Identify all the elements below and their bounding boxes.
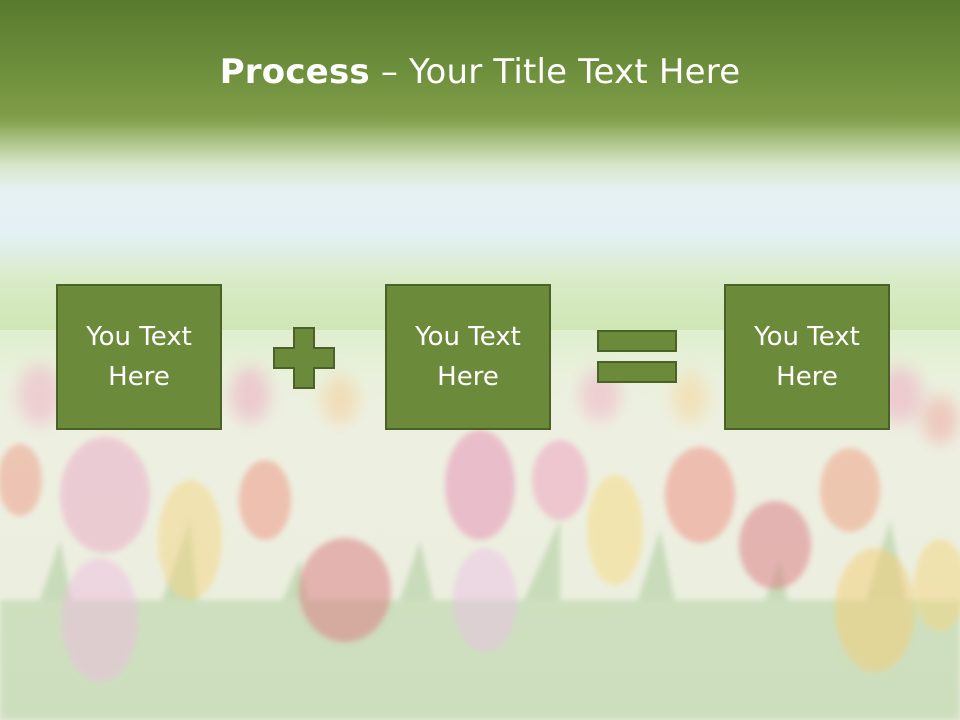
plus-icon	[273, 327, 335, 389]
process-box-3-label: You Text Here	[754, 322, 860, 392]
process-box-2[interactable]: You Text Here	[385, 284, 551, 430]
process-box-1[interactable]: You Text Here	[56, 284, 222, 430]
process-box-2-label: You Text Here	[415, 322, 521, 392]
slide-title[interactable]: Process – Your Title Text Here	[0, 52, 960, 92]
title-bold: Process	[219, 52, 370, 92]
process-box-3[interactable]: You Text Here	[724, 284, 890, 430]
title-rest: – Your Title Text Here	[369, 52, 741, 92]
equals-icon	[597, 330, 677, 383]
process-box-1-label: You Text Here	[86, 322, 192, 392]
title-band	[0, 0, 960, 130]
